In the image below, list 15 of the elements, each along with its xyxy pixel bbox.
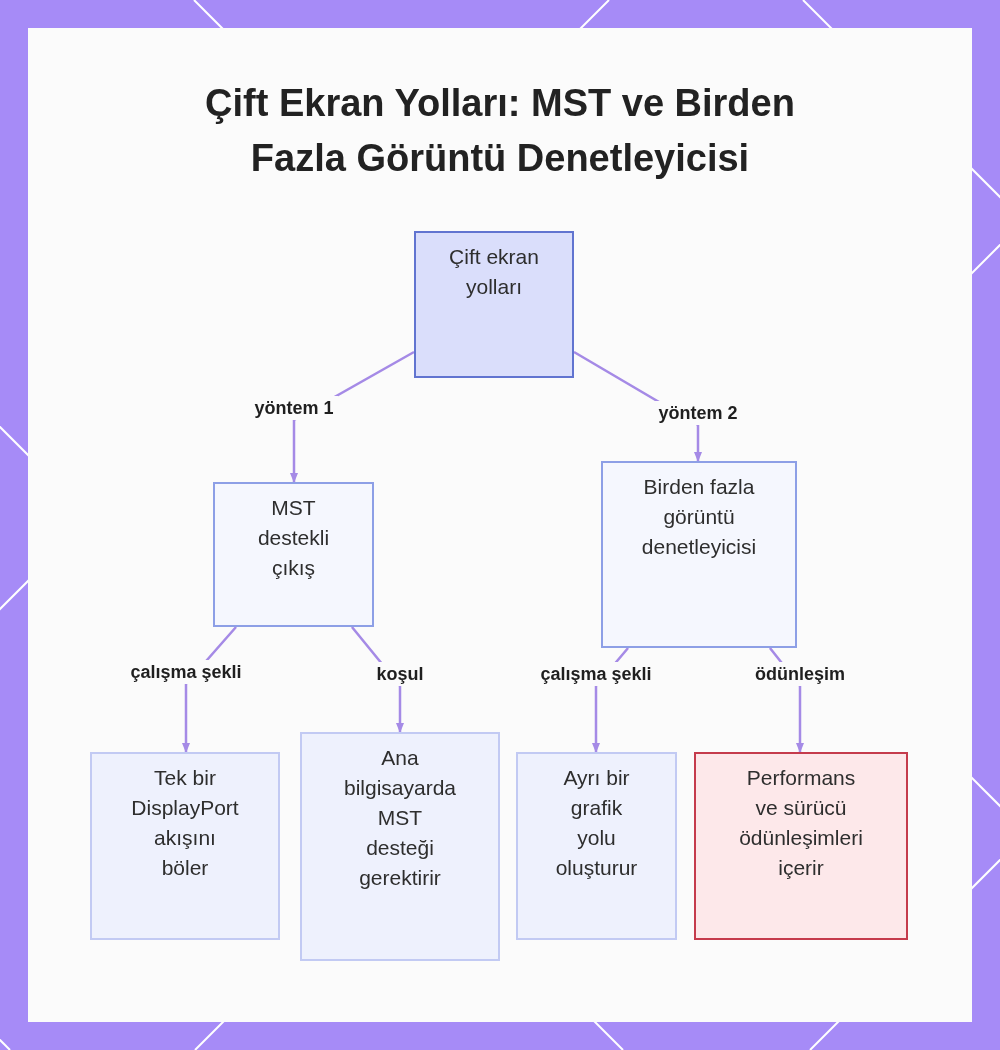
process-box bbox=[516, 752, 677, 940]
process-box bbox=[90, 752, 280, 940]
process-box bbox=[300, 732, 500, 961]
node-label: Tek bir DisplayPort akışını böler bbox=[130, 765, 240, 881]
node-label: Performans ve sürücü ödünleşimleri içerir bbox=[738, 765, 864, 881]
diagram-title: Çift Ekran Yolları: MST ve Birden Fazla Görüntü Denetleyicisi bbox=[204, 81, 796, 181]
node-label: MST destekli çıkış bbox=[256, 495, 331, 581]
node-label: Ana bilgisayarda MST desteği gerektirir bbox=[343, 745, 457, 891]
process-box bbox=[694, 752, 908, 940]
process-box bbox=[601, 461, 797, 648]
node-label: Çift ekran yolları bbox=[448, 244, 540, 300]
process-box bbox=[414, 231, 574, 378]
node-label: Birden fazla görüntü denetleyicisi bbox=[640, 474, 758, 560]
node-label: Ayrı bir grafik yolu oluşturur bbox=[554, 765, 639, 881]
process-box bbox=[213, 482, 374, 627]
